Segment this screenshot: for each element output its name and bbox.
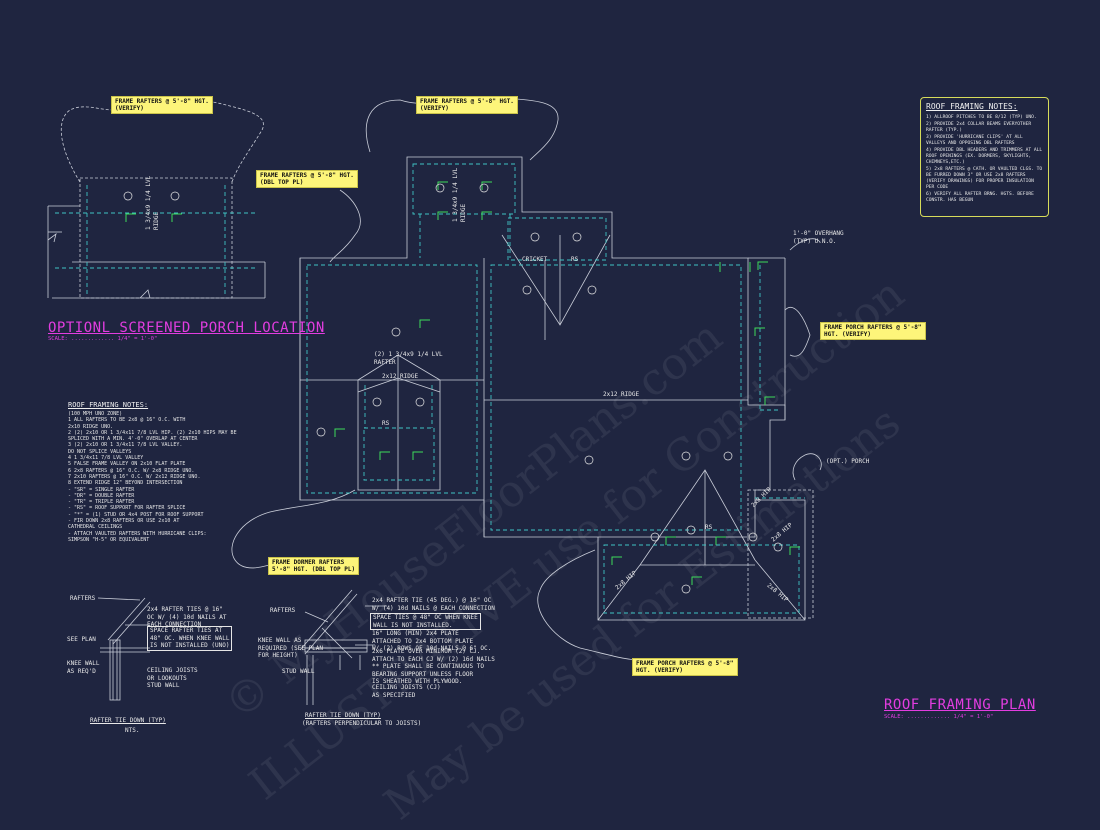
lvl-ridge-label: 1 3/4x9 1/4 LVL RIDGE (452, 167, 467, 222)
opt-porch-cloud (792, 453, 822, 481)
plan-title: ROOF FRAMING PLAN (884, 697, 1036, 713)
left-note: 4 1 3/4x11 7/8 LVL VALLEY (68, 455, 144, 462)
right-note: 3) PROVIDE 'HURRICANE CLIPS' AT ALL VALL… (926, 135, 1023, 146)
left-note: - ATTACH VAULTED RAFTERS WITH HURRICANE … (68, 530, 207, 537)
lvl-ridge-label: 1 3/4x9 1/4 LVL RIDGE (145, 175, 160, 230)
rs-label: RS (705, 524, 713, 531)
detail2-knee-wall: KNEE WALL AS REQUIRED (SEE PLAN FOR HEIG… (258, 637, 324, 659)
rs-label: RS (382, 420, 390, 427)
right-note: 2) PROVIDE 2x4 COLLAR BEAMS EVERYOTHER R… (926, 122, 1032, 133)
left-note: - "SR" = SINGLE RAFTER (68, 486, 135, 493)
right-notes-box: ROOF FRAMING NOTES: 1) ALLROOF PITCHES T… (920, 97, 1049, 217)
detail1-caption: RAFTER TIE DOWN (TYP) (90, 717, 166, 724)
detail1-note1: 2x4 RAFTER TIES @ 16" OC W/ (4) 10d NAIL… (147, 606, 227, 628)
detail2-note4: 2x6 PLATE OVER MINIMUM (2) CJ. ATTACH TO… (372, 648, 495, 685)
detail2-caption2: (RAFTERS PERPENDICULAR TO JOISTS) (302, 720, 422, 727)
left-note: - "DR" = DOUBLE RAFTER (68, 492, 135, 499)
left-note: - "RS" = ROOF SUPPORT FOR RAFTER SPLICE (68, 505, 186, 512)
dormer-outline (357, 354, 441, 491)
detail1-knee-wall: KNEE WALL AS REQ'D (67, 660, 100, 675)
left-note: 7 2x10 RAFTERS @ 16" O.C. W/ 2x12 RIDGE … (68, 473, 201, 480)
detail2-stud-wall: STUD WALL (282, 668, 315, 675)
right-cloud (784, 307, 811, 357)
rs-label: RS (571, 256, 579, 263)
left-notes: ROOF FRAMING NOTES: (100 MPH UNO ZONE) 1… (68, 401, 258, 543)
left-note: 8 EXTEND RIDGE 12" BEYOND INTERSECTION (68, 480, 183, 487)
right-note: 4) PROVIDE DBL HEADERS AND TRIMMERS AT A… (926, 148, 1043, 165)
left-note: - FIR DOWN 2x8 RAFTERS OR USE 2x10 AT (68, 518, 180, 525)
detail2-note2: SPACE TIES @ 48" OC WHEN KNEE WALL IS NO… (370, 613, 481, 630)
detail1-stud-wall: STUD WALL (147, 682, 180, 689)
detail2-note1: 2x4 RAFTER TIE (45 DEG.) @ 16" OC W/ (4)… (372, 597, 495, 612)
left-notes-heading: ROOF FRAMING NOTES: (68, 401, 149, 409)
callout-frame-porch-right: FRAME PORCH RAFTERS @ 5'-8" HGT. (VERIFY… (820, 322, 926, 340)
left-note: 6 2x8 RAFTERS @ 16" O.C. W/ 2x8 RIDGE UN… (68, 467, 195, 474)
dormer-cloud (231, 489, 356, 569)
left-note: - "TR" = TRIPLE RAFTER (68, 499, 135, 506)
right-note: 5) 2x8 RAFTERS @ CATH. OR VAULTED CLGS. … (926, 167, 1043, 190)
detail2-ceiling: CEILING JOISTS (CJ) AS SPECIFIED (372, 684, 441, 699)
callout-porch-rafters: FRAME RAFTERS @ 5'-8" HGT. (VERIFY) (111, 96, 213, 114)
detail1-rafters: RAFTERS (70, 595, 96, 602)
detail2-note3: 16" LONG (MIN) 2x4 PLATE ATTACHED TO 2x4… (372, 630, 492, 652)
left-note: 2x10 RIDGE UNO. (68, 423, 114, 430)
detail1-ceiling: CEILING JOISTS OR LOOKOUTS (147, 667, 198, 682)
detail1-note2: SPACE RAFTER TIES AT 48" OC. WHEN KNEE W… (147, 626, 233, 651)
right-notes-heading: ROOF FRAMING NOTES: (926, 102, 1018, 111)
porch-title: OPTIONL SCREENED PORCH LOCATION (48, 320, 325, 336)
left-note: DO NOT SPLICE VALLEYS (68, 448, 132, 455)
left-note: 5 FALSE FRAME VALLEY ON 2x10 FLAT PLATE (68, 461, 186, 468)
left-note: 3 (2) 2x10 OR 1 3/4x11 7/8 LVL VALLEY. (68, 442, 183, 449)
left-note: CATHEDRAL CEILINGS (68, 524, 123, 531)
left-note: SPLICED WITH A MIN. 4'-0" OVERLAP AT CEN… (68, 436, 198, 443)
detail2-rafters: RAFTERS (270, 607, 296, 614)
porch-scale: SCALE: ............. 1/4" = 1'-0" (48, 336, 158, 342)
ridge-label: 2x12 RIDGE (603, 391, 640, 398)
right-note: 1) ALLROOF PITCHES TO BE 8/12 (TYP) UNO. (926, 115, 1037, 120)
detail1-caption2: NTS. (125, 727, 140, 734)
left-note: 2 (2) 2x10 OR 1 3/4x11 7/8 LVL HIP. (2) … (68, 429, 237, 436)
left-note: (100 MPH UNO ZONE) (68, 411, 123, 417)
cricket-label: CRICKET (522, 256, 548, 263)
ridge-label: 2x12 RIDGE (382, 373, 419, 380)
detail2-caption: RAFTER TIE DOWN (TYP) (305, 712, 381, 719)
callout-dormer-rafters: FRAME DORMER RAFTERS 5'-8" HGT. (DBL TOP… (268, 557, 360, 575)
lvl-rafter-label: (2) 1 3/4x9 1/4 LVL RAFTER (374, 351, 443, 366)
left-note: 1 ALL RAFTERS TO BE 2x8 @ 16" O.C. WITH (68, 417, 186, 424)
left-note: - "*" = (1) STUD OR 4x4 POST FOR ROOF SU… (68, 511, 204, 518)
opt-porch-label: (OPT.) PORCH (826, 458, 870, 465)
callout-dbl-top-plate: FRAME RAFTERS @ 5'-8" HGT. (DBL TOP PL) (256, 170, 358, 188)
lower-cloud (537, 549, 641, 661)
lower-hip-outline (597, 499, 806, 621)
left-note: SIMPSON "H-5" OR EQUIVALENT (68, 536, 150, 543)
detail1-see-plan: SEE PLAN (67, 636, 96, 643)
callout-top-rafters: FRAME RAFTERS @ 5'-8" HGT. (VERIFY) (416, 96, 518, 114)
right-note: 6) VERIFY ALL RAFTER BRNG. HGTS. BEFORE … (926, 192, 1034, 203)
overhang-label: 1'-0" OVERHANG (TYP) U.N.O. (793, 230, 844, 245)
callout-frame-porch-bottom: FRAME PORCH RAFTERS @ 5'-8" HGT. (VERIFY… (632, 658, 738, 676)
plan-scale: SCALE: ............. 1/4" = 1'-0" (884, 714, 994, 720)
